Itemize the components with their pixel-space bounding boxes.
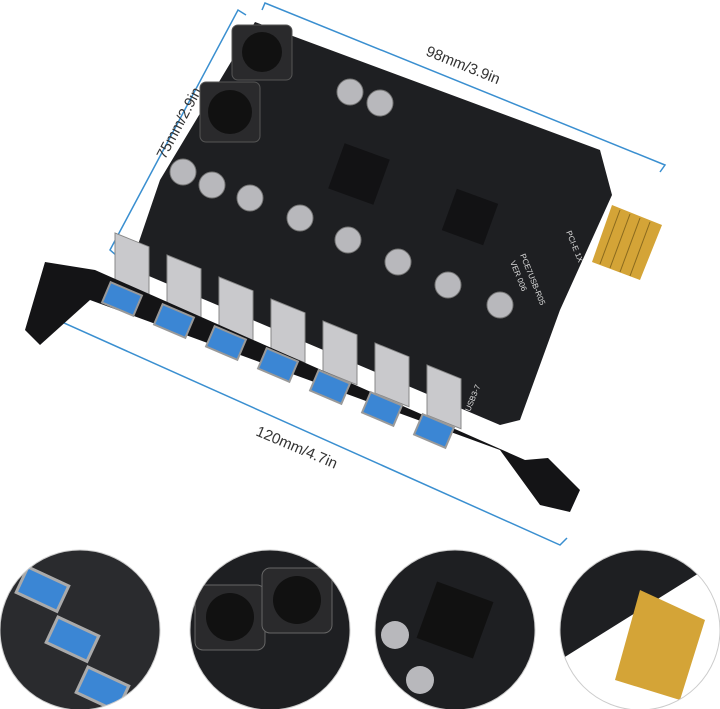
detail-usb-ports <box>0 550 160 709</box>
usb-port <box>360 390 404 428</box>
detail-pcie-connector <box>560 550 720 709</box>
capacitors <box>169 78 514 319</box>
usb-connectors <box>114 232 462 430</box>
detail-inductors <box>190 550 350 709</box>
usb-port <box>412 412 456 450</box>
pcb-board <box>130 22 612 425</box>
bracket-length-label: 120mm/4.7in <box>253 423 339 473</box>
hub-chip <box>441 188 499 246</box>
usb-port <box>100 280 144 318</box>
pcie-gold-fingers <box>592 205 662 280</box>
usb-port <box>256 346 300 384</box>
usb-connector-body <box>426 364 462 430</box>
usb-ports <box>100 280 456 450</box>
controller-chip <box>328 143 390 205</box>
detail-controller-chip <box>375 550 535 709</box>
usb-port <box>152 302 196 340</box>
usb-port <box>308 368 352 406</box>
usb-connector-body <box>322 320 358 386</box>
length-label: 98mm/3.9in <box>424 43 503 88</box>
usb-port <box>204 324 248 362</box>
usb-connector-body <box>374 342 410 408</box>
inductors <box>199 24 293 143</box>
